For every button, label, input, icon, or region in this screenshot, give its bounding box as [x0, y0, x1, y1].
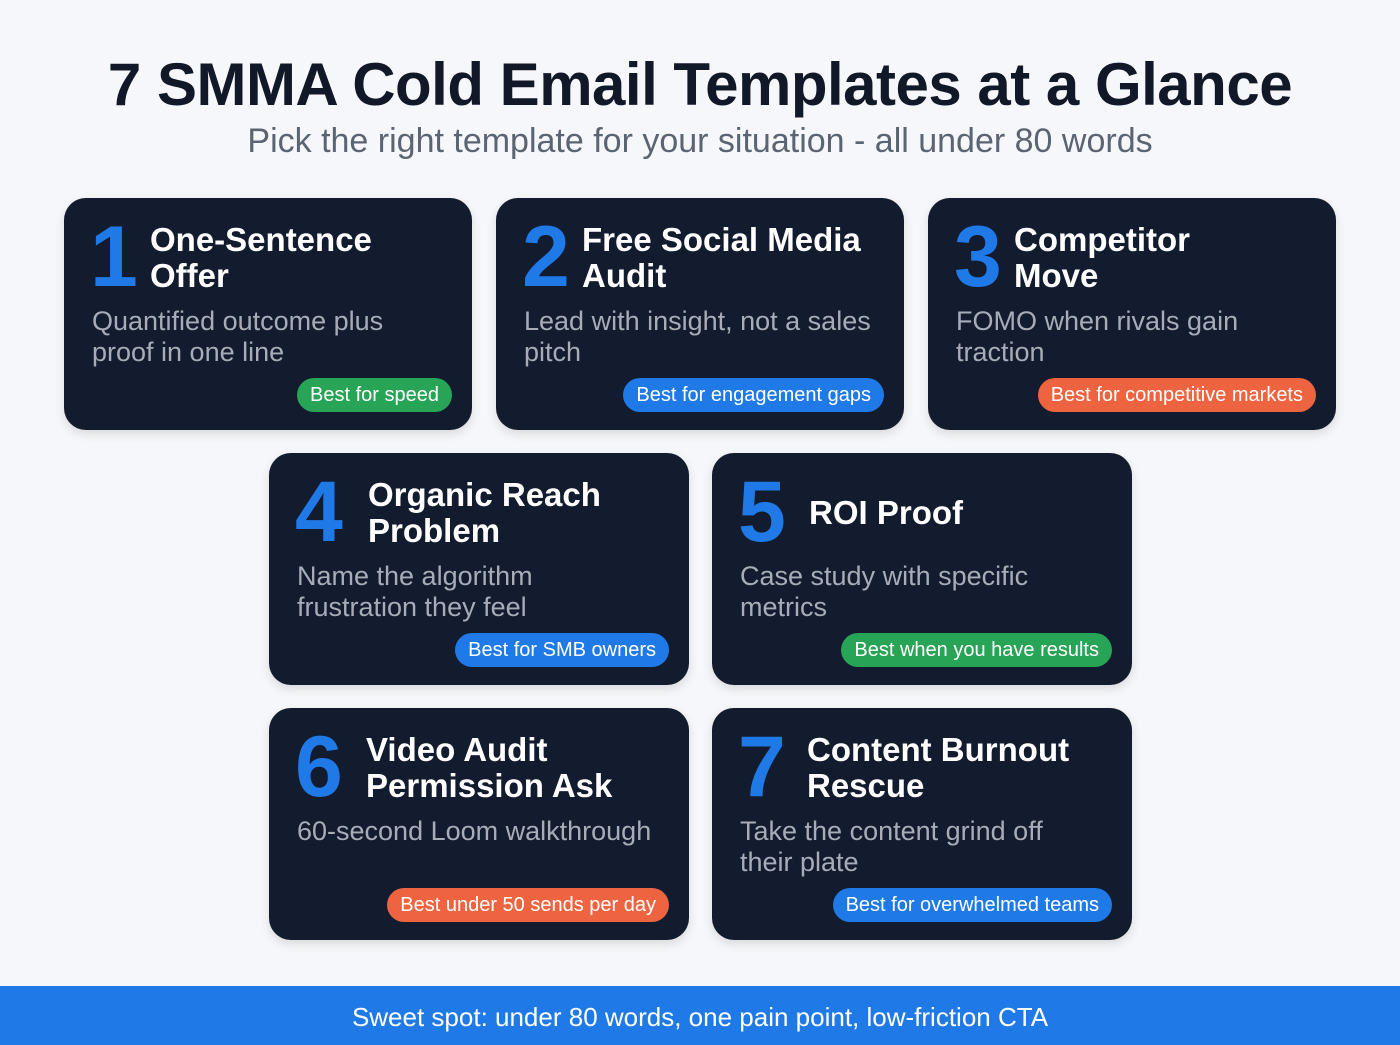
template-card-1: 1 One-Sentence Offer Quantified outcome …	[64, 198, 472, 430]
best-for-badge: Best when you have results	[841, 633, 1112, 667]
template-name: Organic Reach Problem	[368, 476, 601, 549]
template-card-3: 3 Competitor Move FOMO when rivals gain …	[928, 198, 1336, 430]
page-subtitle: Pick the right template for your situati…	[247, 122, 1153, 160]
template-number: 5	[738, 464, 786, 560]
template-name: ROI Proof	[809, 494, 963, 531]
template-description: Name the algorithm frustration they feel	[297, 561, 533, 622]
footer-banner: Sweet spot: under 80 words, one pain poi…	[0, 986, 1400, 1045]
template-description: Lead with insight, not a sales pitch	[524, 306, 871, 367]
template-description: Take the content grind off their plate	[740, 816, 1043, 877]
template-description: 60-second Loom walkthrough	[297, 816, 652, 846]
template-name: Free Social Media Audit	[582, 221, 861, 294]
template-number: 6	[295, 719, 343, 815]
template-name: Video Audit Permission Ask	[366, 731, 613, 804]
best-for-badge: Best under 50 sends per day	[387, 888, 669, 922]
best-for-badge: Best for SMB owners	[455, 633, 669, 667]
template-card-7: 7 Content Burnout Rescue Take the conten…	[712, 708, 1132, 940]
best-for-badge: Best for speed	[297, 378, 452, 412]
page-title: 7 SMMA Cold Email Templates at a Glance	[107, 51, 1293, 118]
template-number: 4	[295, 464, 343, 560]
template-number: 2	[522, 209, 570, 305]
template-number: 1	[90, 209, 138, 305]
best-for-badge: Best for overwhelmed teams	[832, 888, 1112, 922]
template-name: Competitor Move	[1014, 221, 1190, 294]
template-description: FOMO when rivals gain traction	[956, 306, 1239, 367]
template-description: Case study with specific metrics	[740, 561, 1029, 622]
template-number: 3	[954, 209, 1002, 305]
template-card-6: 6 Video Audit Permission Ask 60-second L…	[269, 708, 689, 940]
template-description: Quantified outcome plus proof in one lin…	[92, 306, 384, 367]
template-name: One-Sentence Offer	[150, 221, 372, 294]
template-name: Content Burnout Rescue	[807, 731, 1070, 804]
best-for-badge: Best for engagement gaps	[623, 378, 884, 412]
best-for-badge: Best for competitive markets	[1037, 378, 1316, 412]
template-card-4: 4 Organic Reach Problem Name the algorit…	[269, 453, 689, 685]
template-card-2: 2 Free Social Media Audit Lead with insi…	[496, 198, 904, 430]
template-card-5: 5 ROI Proof Case study with specific met…	[712, 453, 1132, 685]
template-number: 7	[738, 719, 786, 815]
